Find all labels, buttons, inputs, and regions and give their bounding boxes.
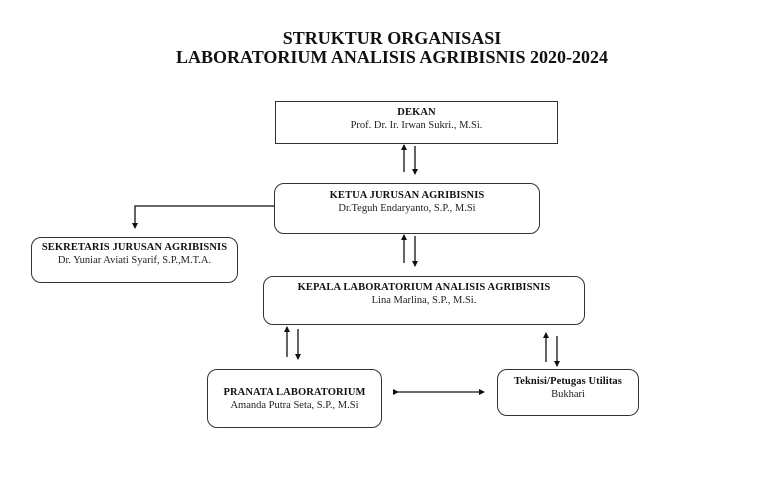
node-pranata-name: Amanda Putra Seta, S.P., M.Si [230, 400, 359, 411]
node-dekan-role: DEKAN [397, 107, 436, 118]
node-kepala: KEPALA LABORATORIUM ANALISIS AGRIBISNIS … [263, 276, 585, 325]
node-dekan: DEKAN Prof. Dr. Ir. Irwan Sukri., M.Si. [275, 101, 558, 144]
node-ketua: KETUA JURUSAN AGRIBISNIS Dr.Teguh Endary… [274, 183, 540, 234]
arrow-ketua-to-sekretaris [132, 205, 274, 229]
node-pranata: PRANATA LABORATORIUM Amanda Putra Seta, … [207, 369, 382, 428]
node-teknisi: Teknisi/Petugas Utilitas Bukhari [497, 369, 639, 416]
node-sekretaris-role: SEKRETARIS JURUSAN AGRIBISNIS [41, 242, 228, 253]
node-ketua-role: KETUA JURUSAN AGRIBISNIS [329, 190, 485, 201]
node-dekan-name: Prof. Dr. Ir. Irwan Sukri., M.Si. [350, 120, 483, 131]
chart-title-line-1: STRUKTUR ORGANISASI [282, 28, 502, 48]
node-teknisi-name: Bukhari [551, 389, 585, 400]
node-sekretaris-name: Dr. Yuniar Aviati Syarif, S.P.,M.T.A. [57, 255, 212, 266]
node-sekretaris: SEKRETARIS JURUSAN AGRIBISNIS Dr. Yuniar… [31, 237, 238, 283]
chart-title-line-2: LABORATORIUM ANALISIS AGRIBISNIS 2020-20… [176, 47, 608, 67]
node-pranata-role: PRANATA LABORATORIUM [223, 387, 366, 398]
node-ketua-name: Dr.Teguh Endaryanto, S.P., M.Si [338, 203, 476, 214]
node-kepala-role: KEPALA LABORATORIUM ANALISIS AGRIBISNIS [297, 282, 551, 293]
node-kepala-name: Lina Marlina, S.P., M.Si. [371, 295, 477, 306]
node-teknisi-role: Teknisi/Petugas Utilitas [514, 376, 622, 387]
